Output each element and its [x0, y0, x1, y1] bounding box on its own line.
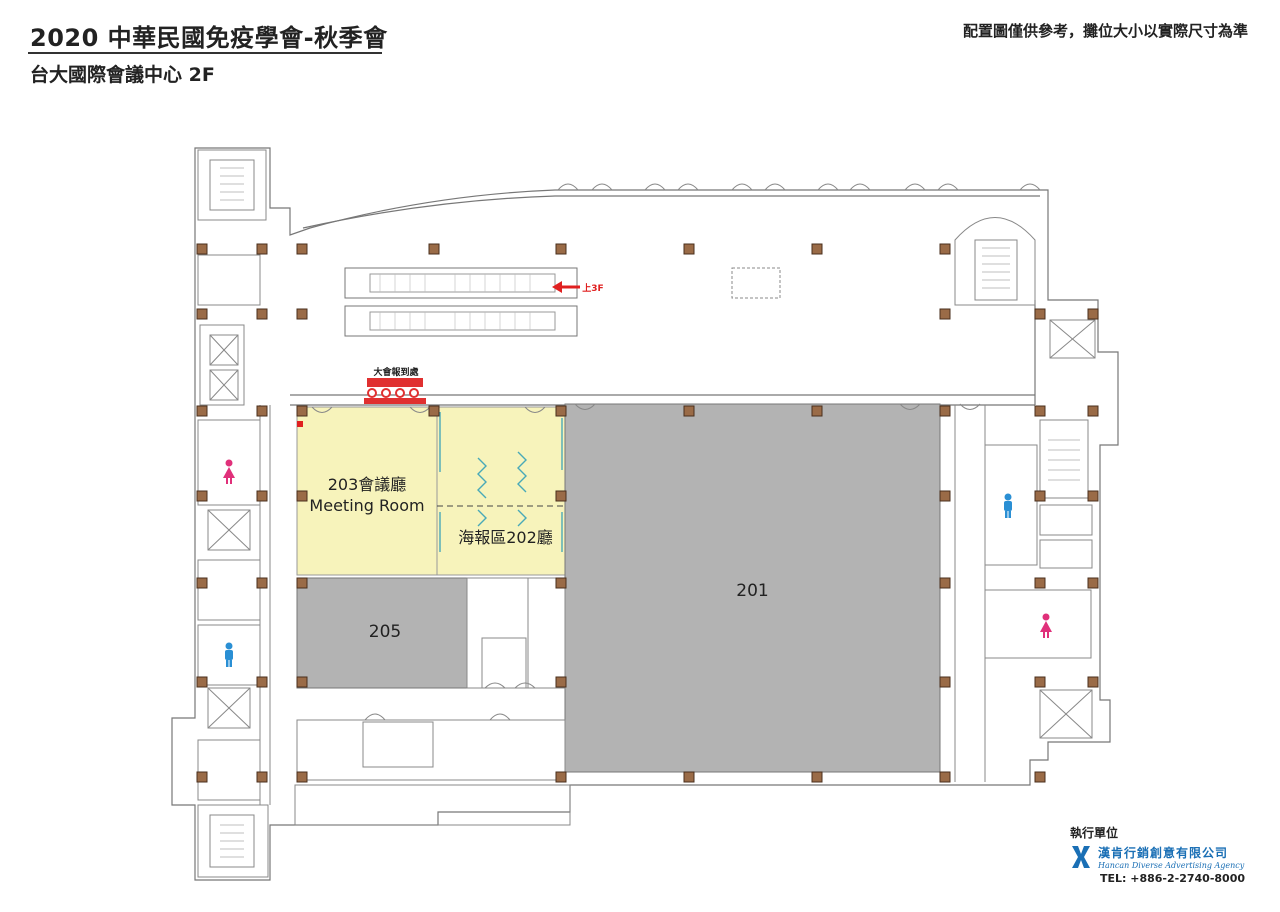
right-service-strip: [954, 217, 1096, 782]
escalator-steps: [379, 274, 531, 330]
lobby-info-box: [731, 267, 781, 299]
female-restroom-icon: [1040, 613, 1052, 638]
agency-logo-row: 漢肯行銷創意有限公司 Hancan Diverse Advertising Ag…: [1070, 844, 1260, 870]
registration-label: 大會報到處: [373, 368, 419, 378]
company-phone: TEL: +886-2-2740-8000: [1100, 872, 1246, 885]
title-underline: [28, 52, 382, 54]
male-restroom-icon: [1004, 493, 1012, 518]
female-restroom-icon: [223, 459, 235, 484]
fire-marker: [297, 421, 303, 427]
agency-footer: 執行單位 漢肯行銷創意有限公司 Hancan Diverse Advertisi…: [1070, 824, 1260, 885]
room-205: [296, 577, 468, 689]
room-201-label: 201: [736, 581, 769, 601]
page-subtitle: 台大國際會議中心 2F: [30, 64, 215, 86]
agency-logo-icon: [1072, 846, 1090, 868]
escalator-up-label: 上3F: [582, 284, 604, 294]
male-restroom-icon: [225, 642, 233, 667]
company-name-cn: 漢肯行銷創意有限公司: [1098, 846, 1229, 860]
escalators: [344, 267, 578, 337]
stairs-left: [220, 167, 244, 858]
poster-boards: [439, 412, 563, 552]
elevator-marks-left: [207, 334, 251, 729]
room-203-label: 203會議廳 Meeting Room: [297, 474, 437, 516]
elevator-marks-right: [1039, 319, 1096, 739]
room-203-name: 203會議廳: [327, 475, 407, 494]
room-202-poster: [436, 406, 566, 576]
room-203-name-en: Meeting Room: [309, 496, 425, 515]
room-203: [296, 406, 438, 576]
escalator-up-arrow: [552, 281, 580, 293]
page-title: 2020 中華民國免疫學會-秋季會: [30, 24, 388, 52]
disclaimer-note: 配置圖僅供參考，攤位大小以實際尺寸為準: [962, 22, 1248, 40]
stairs-right: [982, 247, 1080, 481]
poster-202-label: 海報區202廳: [458, 528, 553, 547]
room-201: [564, 403, 941, 773]
left-service-strip: [197, 149, 271, 878]
columns: [196, 243, 1099, 783]
company-name-en: Hancan Diverse Advertising Agency: [1098, 861, 1245, 870]
executor-label: 執行單位: [1070, 826, 1119, 840]
doors-rooms: [311, 403, 981, 721]
doors-top: [557, 183, 1041, 191]
room-205-label: 205: [368, 622, 402, 642]
registration-desk: [364, 378, 426, 404]
agency-names: 漢肯行銷創意有限公司 Hancan Diverse Advertising Ag…: [1098, 844, 1244, 870]
lower-rooms: [294, 577, 571, 826]
